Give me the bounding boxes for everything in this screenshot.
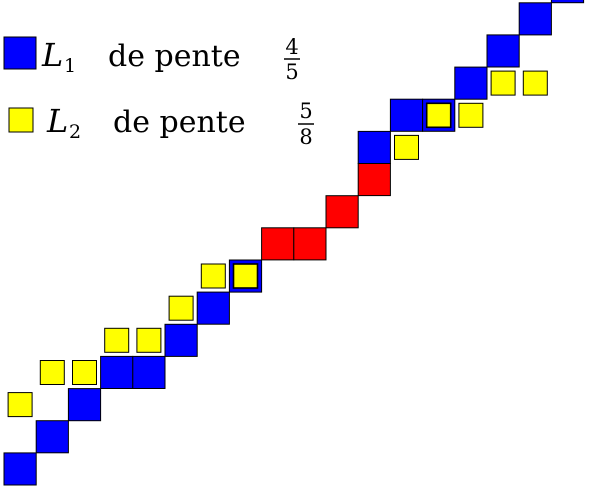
legend-label-l2: de pente: [113, 105, 246, 140]
legend-symbol-l2: L: [46, 102, 68, 140]
legend-item-l1: L 1 de pente 4 5: [3, 35, 300, 84]
legend-denominator-l2: 8: [299, 125, 312, 149]
blue-cell: [486, 34, 520, 68]
legend-subscript-l2: 2: [69, 121, 81, 143]
yellow-cell: [490, 70, 516, 96]
blue-cell: [132, 355, 166, 389]
yellow-cell: [394, 134, 419, 160]
legend-symbol-l1: L: [41, 36, 63, 74]
legend-denominator-l1: 5: [285, 60, 298, 84]
overlap-cell: [425, 102, 452, 129]
blue-cell: [454, 66, 488, 100]
yellow-cell: [72, 360, 97, 385]
red-cell: [293, 227, 327, 261]
blue-cell: [67, 388, 102, 422]
blue-cell: [35, 420, 69, 454]
blue-cell: [389, 98, 424, 132]
yellow-cell: [200, 263, 226, 289]
yellow-cell: [522, 70, 548, 96]
blue-cell: [518, 2, 552, 36]
red-cell: [261, 227, 295, 261]
yellow-cell: [39, 360, 65, 385]
legend: L 1 de pente 4 5 L 2 de pente 5 8: [3, 35, 314, 149]
yellow-cell: [458, 102, 484, 128]
legend-label-l1: de pente: [108, 39, 241, 74]
cell-grid: [3, 0, 585, 486]
blue-cell: [164, 323, 198, 357]
legend-swatch-blue: [3, 36, 37, 70]
legend-swatch-yellow: [8, 107, 34, 133]
yellow-cell: [168, 295, 194, 321]
yellow-cell: [7, 392, 33, 418]
blue-cell: [550, 0, 585, 4]
red-cell: [357, 163, 391, 197]
yellow-cell: [136, 327, 162, 353]
legend-item-l2: L 2 de pente 5 8: [8, 99, 314, 149]
legend-numerator-l2: 5: [299, 99, 312, 123]
blue-cell: [196, 291, 230, 325]
yellow-cell: [104, 327, 130, 353]
blue-cell: [357, 130, 391, 164]
legend-numerator-l1: 4: [285, 35, 298, 59]
blue-cell: [100, 355, 134, 389]
legend-subscript-l1: 1: [64, 55, 76, 77]
overlap-cell: [232, 263, 259, 289]
red-cell: [325, 195, 359, 229]
blue-cell: [3, 452, 37, 486]
